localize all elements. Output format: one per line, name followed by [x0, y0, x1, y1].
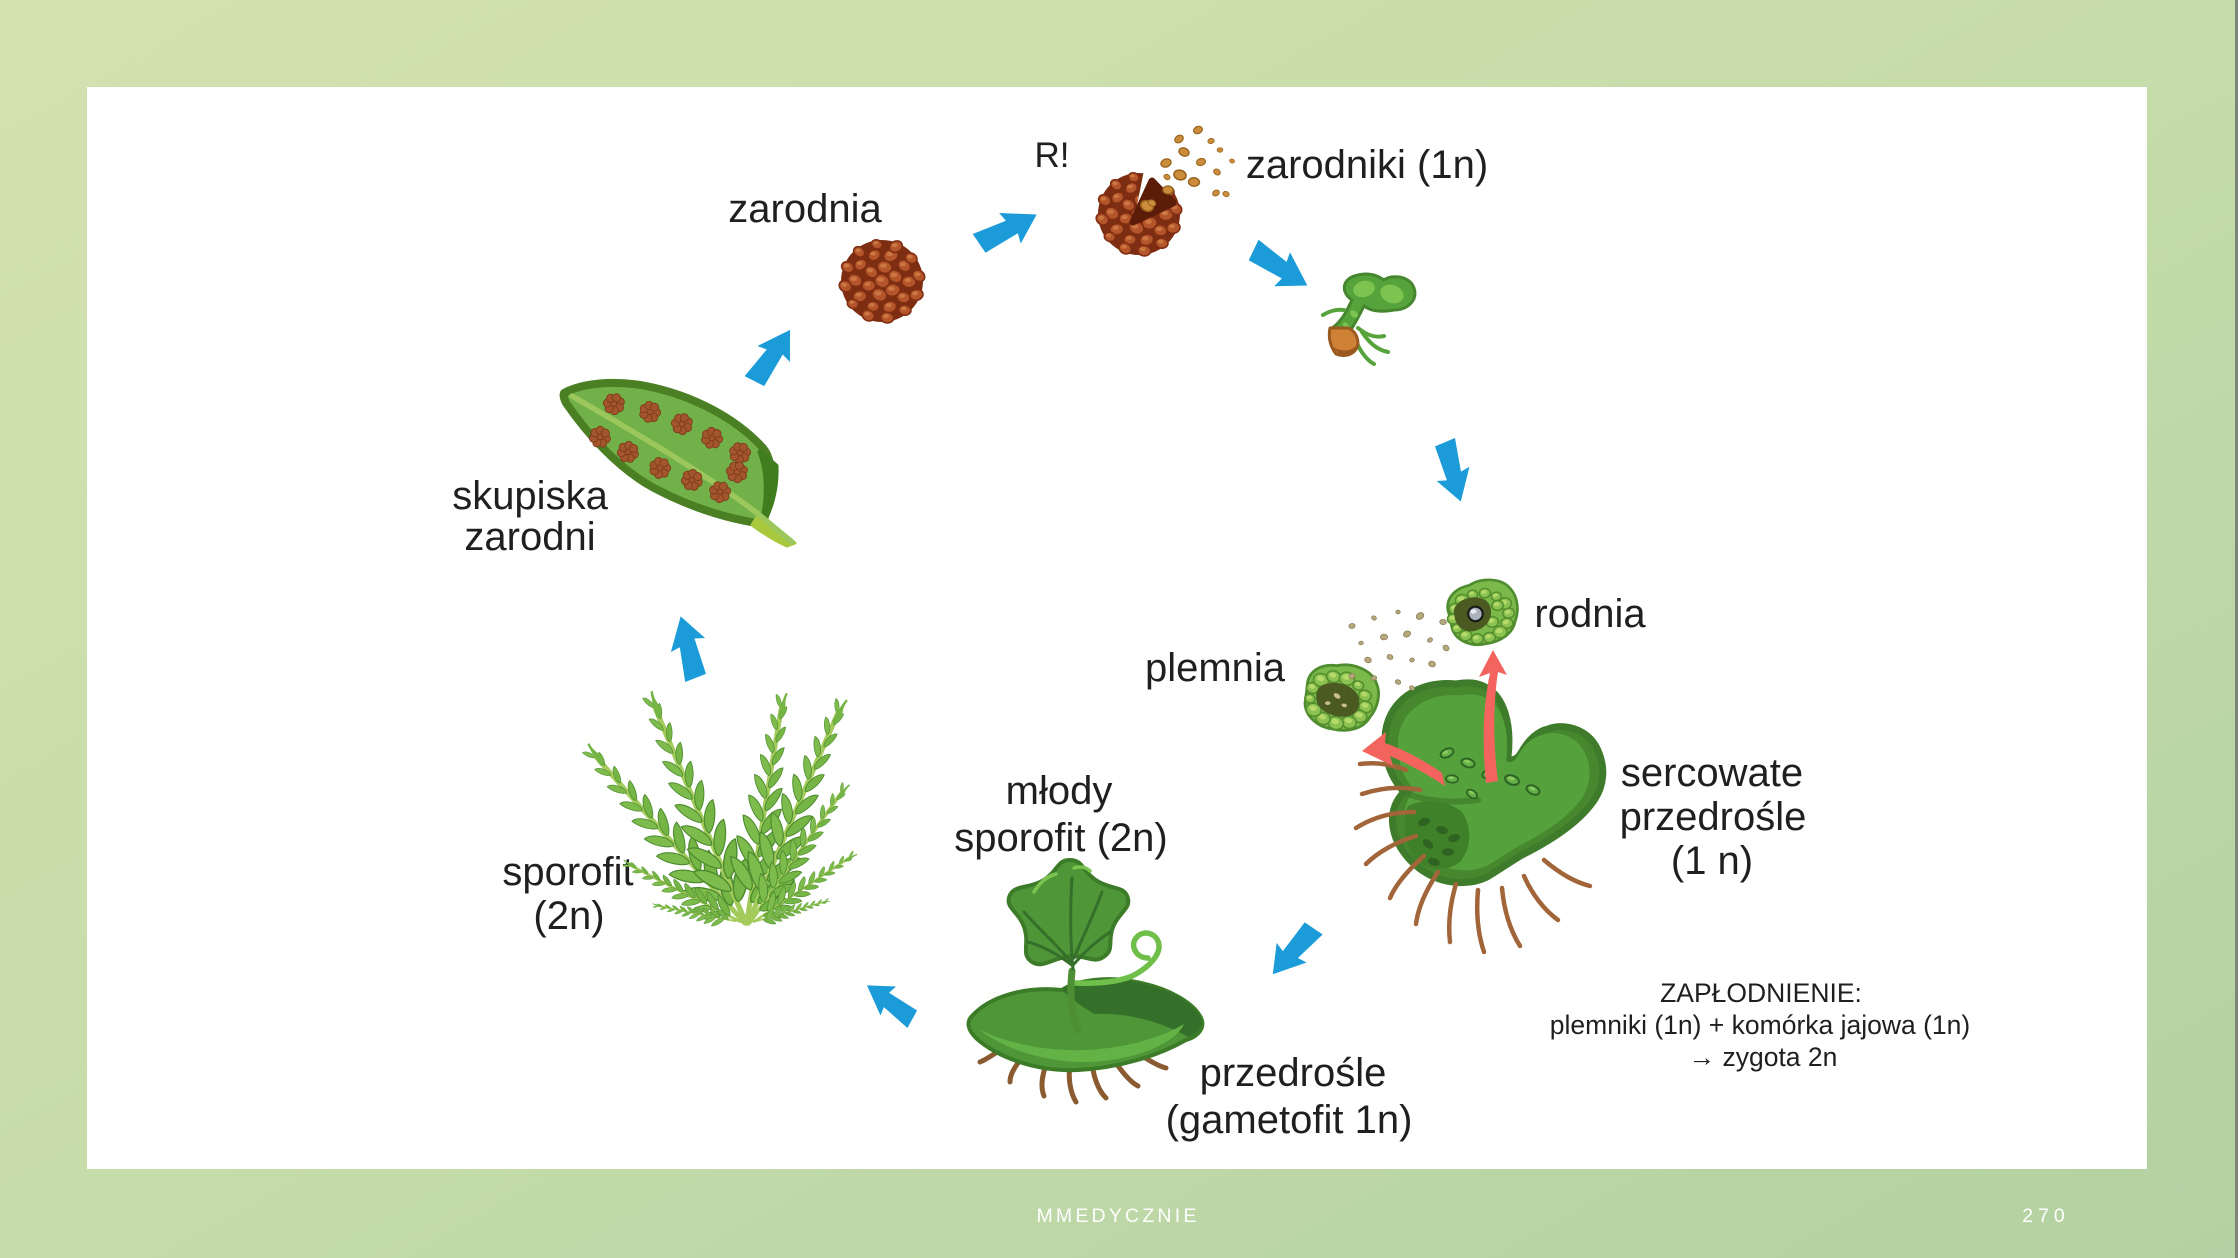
svg-text:R!: R!	[1035, 136, 1070, 175]
svg-text:przedrośle: przedrośle	[1620, 795, 1807, 839]
svg-text:(1 n): (1 n)	[1671, 839, 1753, 883]
svg-text:plemniki (1n) + komórka jajowa: plemniki (1n) + komórka jajowa (1n)	[1550, 1010, 1970, 1040]
svg-text:MMEDYCZNIE: MMEDYCZNIE	[1036, 1205, 1199, 1227]
svg-text:przedrośle: przedrośle	[1200, 1051, 1387, 1095]
svg-text:plemnia: plemnia	[1145, 646, 1286, 690]
svg-text:skupiska: skupiska	[452, 474, 608, 518]
svg-text:(2n): (2n)	[533, 894, 604, 938]
svg-text:sporofit (2n): sporofit (2n)	[954, 816, 1167, 860]
svg-text:→ zygota 2n: → zygota 2n	[1689, 1042, 1838, 1072]
svg-text:(gametofit 1n): (gametofit 1n)	[1166, 1098, 1413, 1142]
svg-text:sporofit: sporofit	[502, 850, 633, 894]
svg-text:ZAPŁODNIENIE:: ZAPŁODNIENIE:	[1660, 978, 1862, 1008]
svg-text:młody: młody	[1006, 769, 1113, 813]
svg-text:rodnia: rodnia	[1534, 592, 1646, 636]
svg-text:sercowate: sercowate	[1621, 751, 1803, 795]
svg-text:zarodniki (1n): zarodniki (1n)	[1246, 143, 1488, 187]
svg-text:270: 270	[2022, 1205, 2070, 1227]
svg-text:zarodni: zarodni	[464, 515, 595, 559]
svg-text:zarodnia: zarodnia	[728, 187, 882, 231]
